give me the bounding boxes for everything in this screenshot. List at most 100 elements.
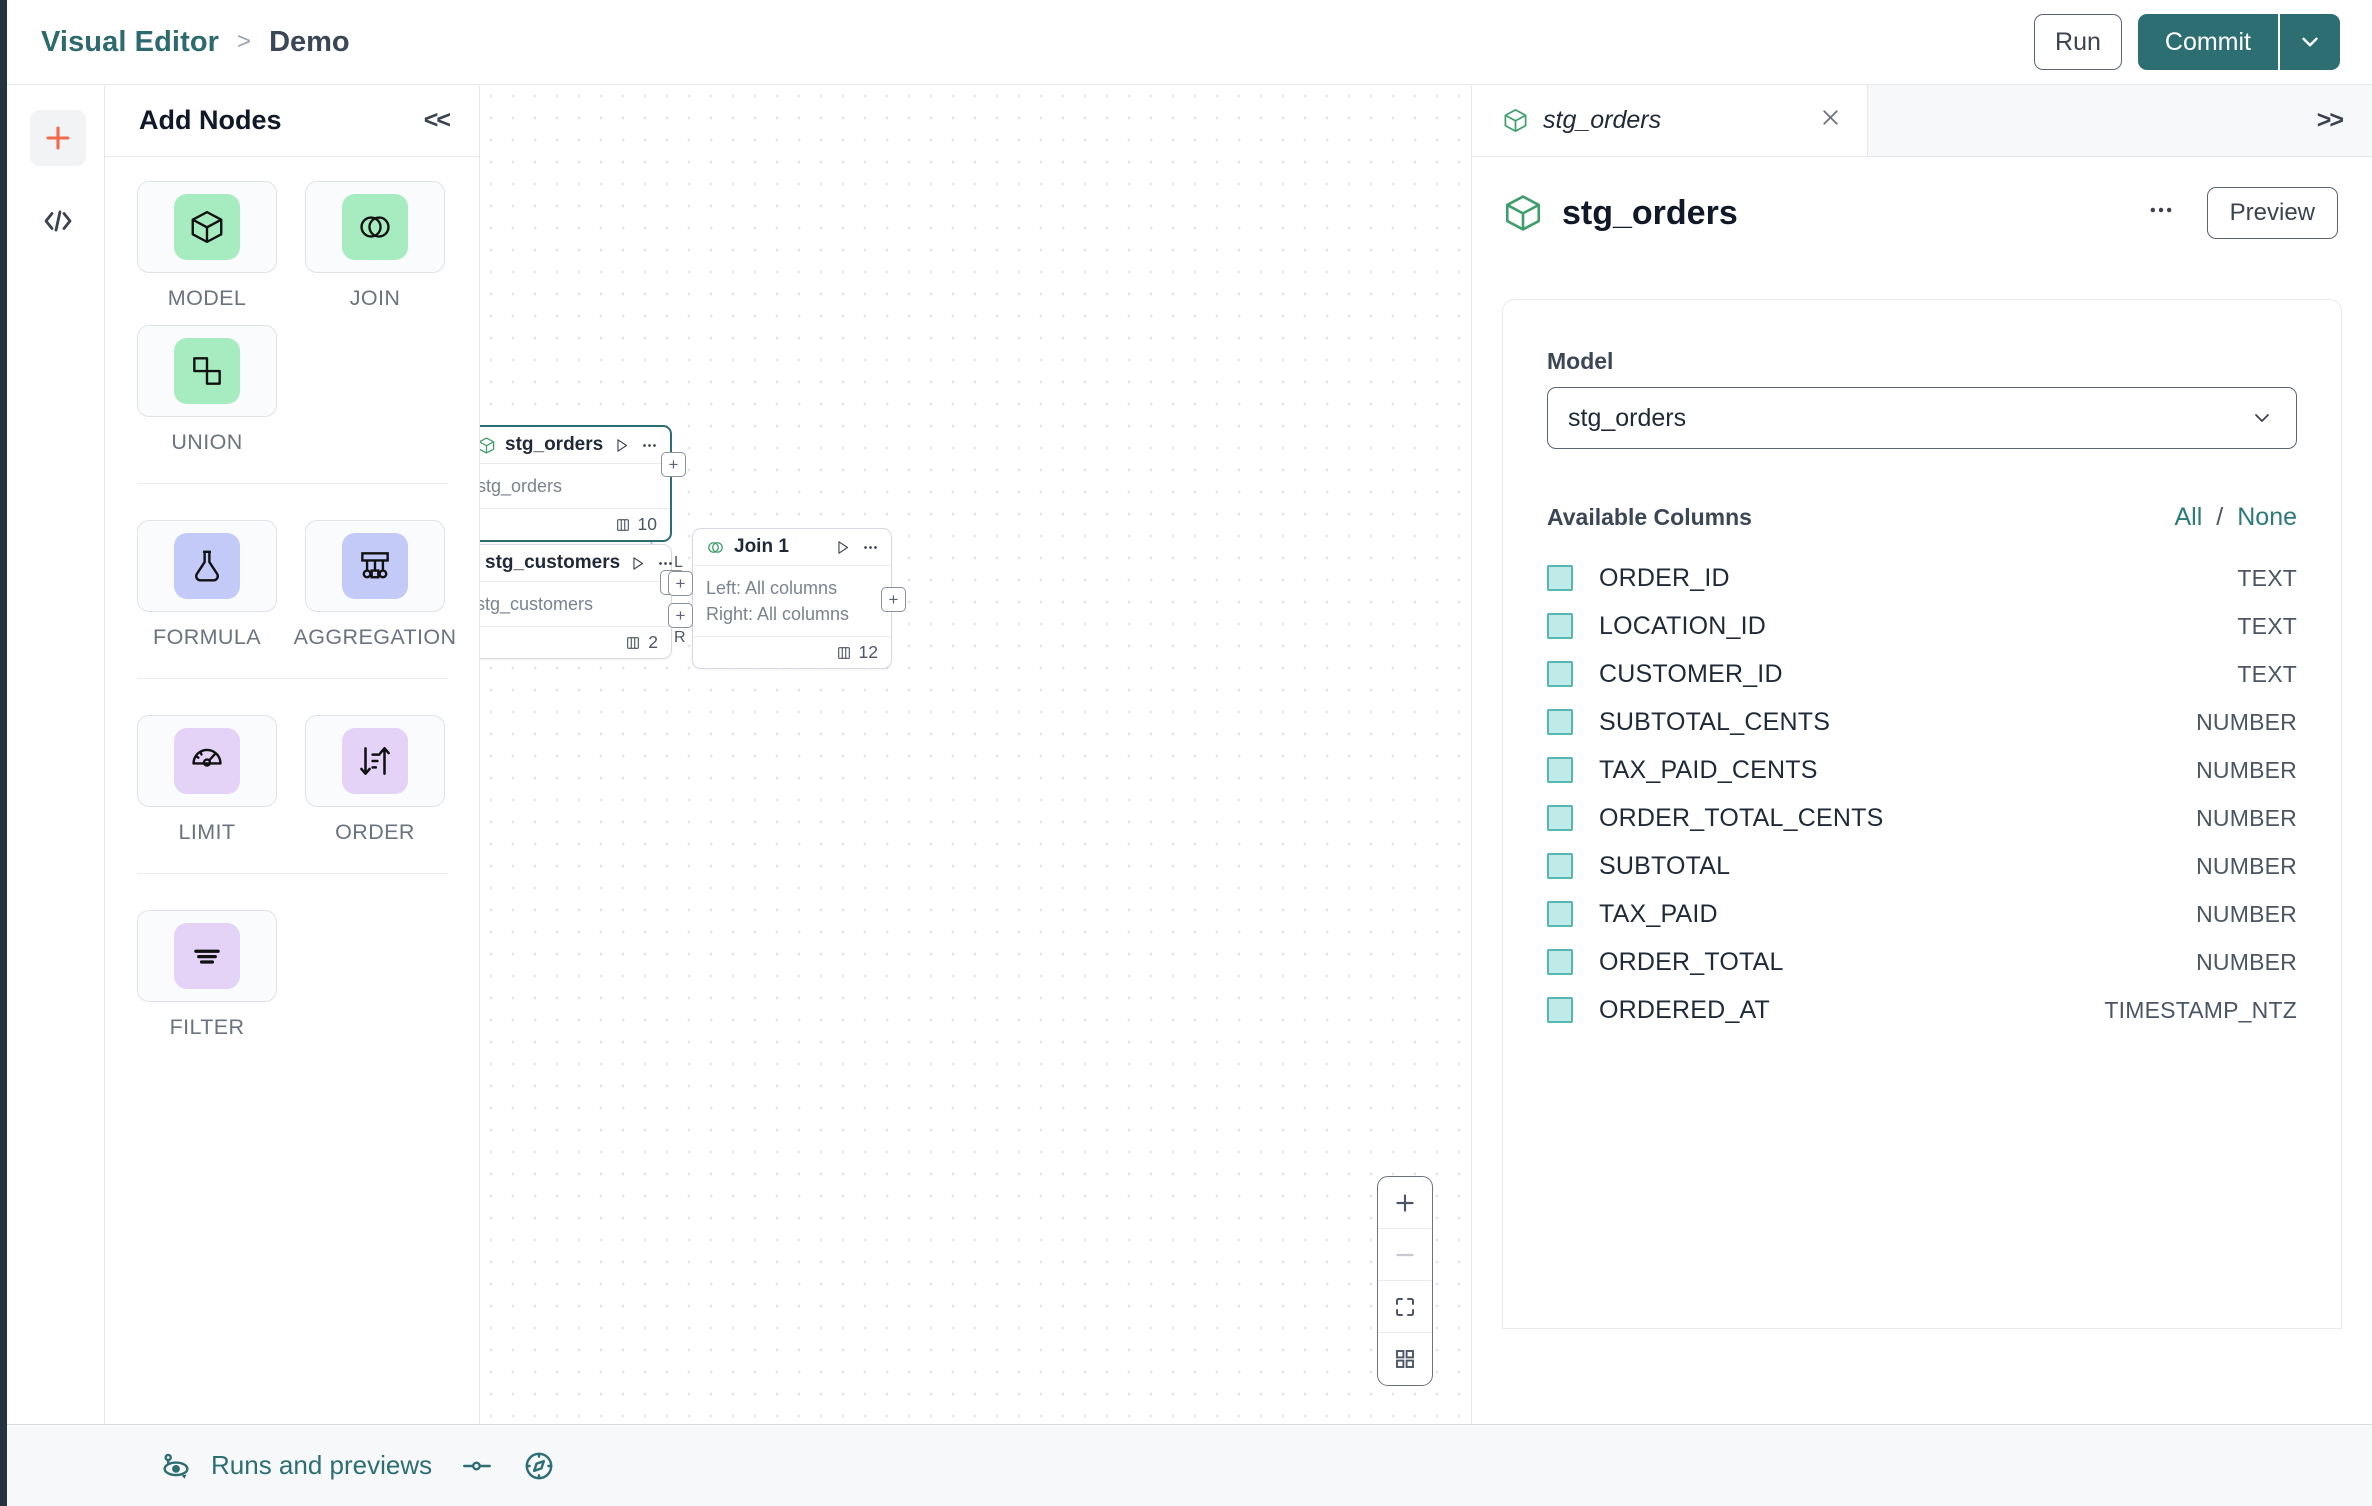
flow-node-title: Join 1: [734, 536, 789, 557]
join-right-columns: Right: All columns: [706, 604, 850, 625]
ellipsis-icon[interactable]: [862, 539, 879, 556]
column-name: ORDER_TOTAL: [1599, 947, 1784, 976]
column-name: ORDER_TOTAL_CENTS: [1599, 803, 1884, 832]
flow-node-body: stg_orders: [480, 464, 670, 510]
close-icon[interactable]: [1818, 105, 1843, 137]
column-row[interactable]: CUSTOMER_ID TEXT: [1547, 650, 2297, 698]
tab-stg-orders[interactable]: stg_orders: [1472, 85, 1868, 156]
node-type-filter[interactable]: FILTER: [137, 910, 277, 1040]
node-type-order[interactable]: ORDER: [305, 715, 445, 845]
column-row[interactable]: SUBTOTAL_CENTS NUMBER: [1547, 698, 2297, 746]
flow-canvas[interactable]: stg_orders stg_orders 10 + stg_customers: [480, 85, 1472, 1424]
column-checkbox[interactable]: [1547, 613, 1573, 639]
node-group-filter: FILTER: [105, 886, 479, 1054]
runs-and-previews-button[interactable]: Runs and previews: [159, 1449, 432, 1483]
node-type-model[interactable]: MODEL: [137, 181, 277, 311]
select-all-link[interactable]: All: [2174, 503, 2203, 531]
chevron-down-icon: [2255, 414, 2269, 422]
column-row[interactable]: TAX_PAID NUMBER: [1547, 890, 2297, 938]
commit-dropdown-button[interactable]: [2278, 14, 2340, 70]
column-checkbox[interactable]: [1547, 853, 1573, 879]
ellipsis-icon[interactable]: [641, 437, 658, 454]
column-checkbox[interactable]: [1547, 757, 1573, 783]
node-group-transforms: FORMULA AGGREGATION: [105, 496, 479, 664]
cube-icon: [191, 210, 223, 244]
select-none-link[interactable]: None: [2237, 503, 2297, 531]
panel-more-icon[interactable]: [2133, 196, 2189, 231]
explore-button[interactable]: [522, 1449, 556, 1483]
preview-button[interactable]: Preview: [2206, 187, 2338, 239]
column-row[interactable]: ORDERED_AT TIMESTAMP_NTZ: [1547, 986, 2297, 1034]
model-select-value: stg_orders: [1568, 403, 1687, 432]
settings-toggle-button[interactable]: [460, 1449, 494, 1483]
column-checkbox[interactable]: [1547, 661, 1573, 687]
add-node-rail-button[interactable]: [30, 110, 86, 166]
node-type-aggregation[interactable]: AGGREGATION: [294, 520, 456, 650]
compass-icon: [525, 1452, 553, 1479]
node-type-formula[interactable]: FORMULA: [137, 520, 277, 650]
zoom-out-button[interactable]: [1378, 1229, 1432, 1281]
output-handle-stg-orders[interactable]: +: [661, 452, 686, 477]
node-type-label: LIMIT: [178, 820, 236, 844]
column-checkbox[interactable]: [1547, 997, 1573, 1023]
flow-node-join-1[interactable]: Join 1 Left: All columns Right: All colu…: [668, 528, 906, 670]
column-checkbox[interactable]: [1547, 901, 1573, 927]
column-type: NUMBER: [2196, 804, 2297, 831]
breadcrumb-root[interactable]: Visual Editor: [41, 25, 220, 58]
details-panel: stg_orders >> stg_orders Preview Model s…: [1472, 85, 2372, 1424]
join-left-input-handle[interactable]: +: [668, 571, 693, 596]
flow-node-footer: 2: [480, 627, 671, 658]
panel-divider: [137, 873, 448, 874]
top-actions: Run Commit: [2034, 14, 2340, 70]
play-icon[interactable]: [834, 539, 851, 556]
column-row[interactable]: SUBTOTAL NUMBER: [1547, 842, 2297, 890]
column-checkbox[interactable]: [1547, 805, 1573, 831]
column-row[interactable]: ORDER_TOTAL_CENTS NUMBER: [1547, 794, 2297, 842]
play-icon[interactable]: [629, 555, 646, 572]
node-group-row-ops: LIMIT ORDER: [105, 691, 479, 859]
join-output-handle[interactable]: +: [881, 587, 906, 612]
column-checkbox[interactable]: [1547, 709, 1573, 735]
tabs-spacer: >>: [1868, 85, 2372, 156]
column-type: NUMBER: [2196, 852, 2297, 879]
flow-node-column-count: 12: [858, 642, 878, 663]
page-title: stg_orders: [1562, 193, 1738, 232]
grid-view-button[interactable]: [1378, 1333, 1432, 1385]
cube-icon: [1504, 109, 1527, 132]
node-type-join[interactable]: JOIN: [305, 181, 445, 311]
column-row[interactable]: ORDER_TOTAL NUMBER: [1547, 938, 2297, 986]
column-row[interactable]: ORDER_ID TEXT: [1547, 554, 2297, 602]
left-icon-rail: [7, 85, 105, 1424]
available-columns-header: Available Columns All / None: [1547, 503, 2297, 532]
column-type: NUMBER: [2196, 756, 2297, 783]
aggregation-icon: [361, 552, 389, 579]
column-checkbox[interactable]: [1547, 949, 1573, 975]
column-row[interactable]: LOCATION_ID TEXT: [1547, 602, 2297, 650]
expand-panel-icon[interactable]: >>: [2316, 106, 2344, 134]
add-nodes-header: Add Nodes <<: [105, 85, 479, 157]
node-type-union[interactable]: UNION: [137, 325, 277, 455]
column-type: TEXT: [2237, 660, 2297, 687]
run-button[interactable]: Run: [2034, 14, 2122, 70]
fit-to-screen-button[interactable]: [1378, 1281, 1432, 1333]
zoom-in-button[interactable]: [1378, 1177, 1432, 1229]
plus-icon: [46, 126, 70, 150]
model-select[interactable]: stg_orders: [1547, 387, 2297, 449]
column-type: NUMBER: [2196, 708, 2297, 735]
join-left-columns: Left: All columns: [706, 578, 838, 598]
collapse-panel-icon[interactable]: <<: [423, 106, 451, 134]
flow-node-stg-customers[interactable]: stg_customers stg_customers 2 +: [480, 544, 685, 660]
column-name: ORDERED_AT: [1599, 995, 1771, 1024]
join-right-input-handle[interactable]: +: [668, 603, 693, 628]
play-icon[interactable]: [613, 437, 630, 454]
code-view-rail-button[interactable]: [30, 193, 86, 249]
ellipsis-icon[interactable]: [657, 555, 674, 572]
column-checkbox[interactable]: [1547, 565, 1573, 591]
node-type-limit[interactable]: LIMIT: [137, 715, 277, 845]
commit-button[interactable]: Commit: [2137, 14, 2278, 70]
tab-label: stg_orders: [1543, 106, 1662, 134]
flow-node-stg-orders[interactable]: stg_orders stg_orders 10 +: [480, 425, 686, 543]
column-name: SUBTOTAL: [1599, 851, 1731, 880]
column-row[interactable]: TAX_PAID_CENTS NUMBER: [1547, 746, 2297, 794]
columns-icon: [627, 636, 640, 649]
